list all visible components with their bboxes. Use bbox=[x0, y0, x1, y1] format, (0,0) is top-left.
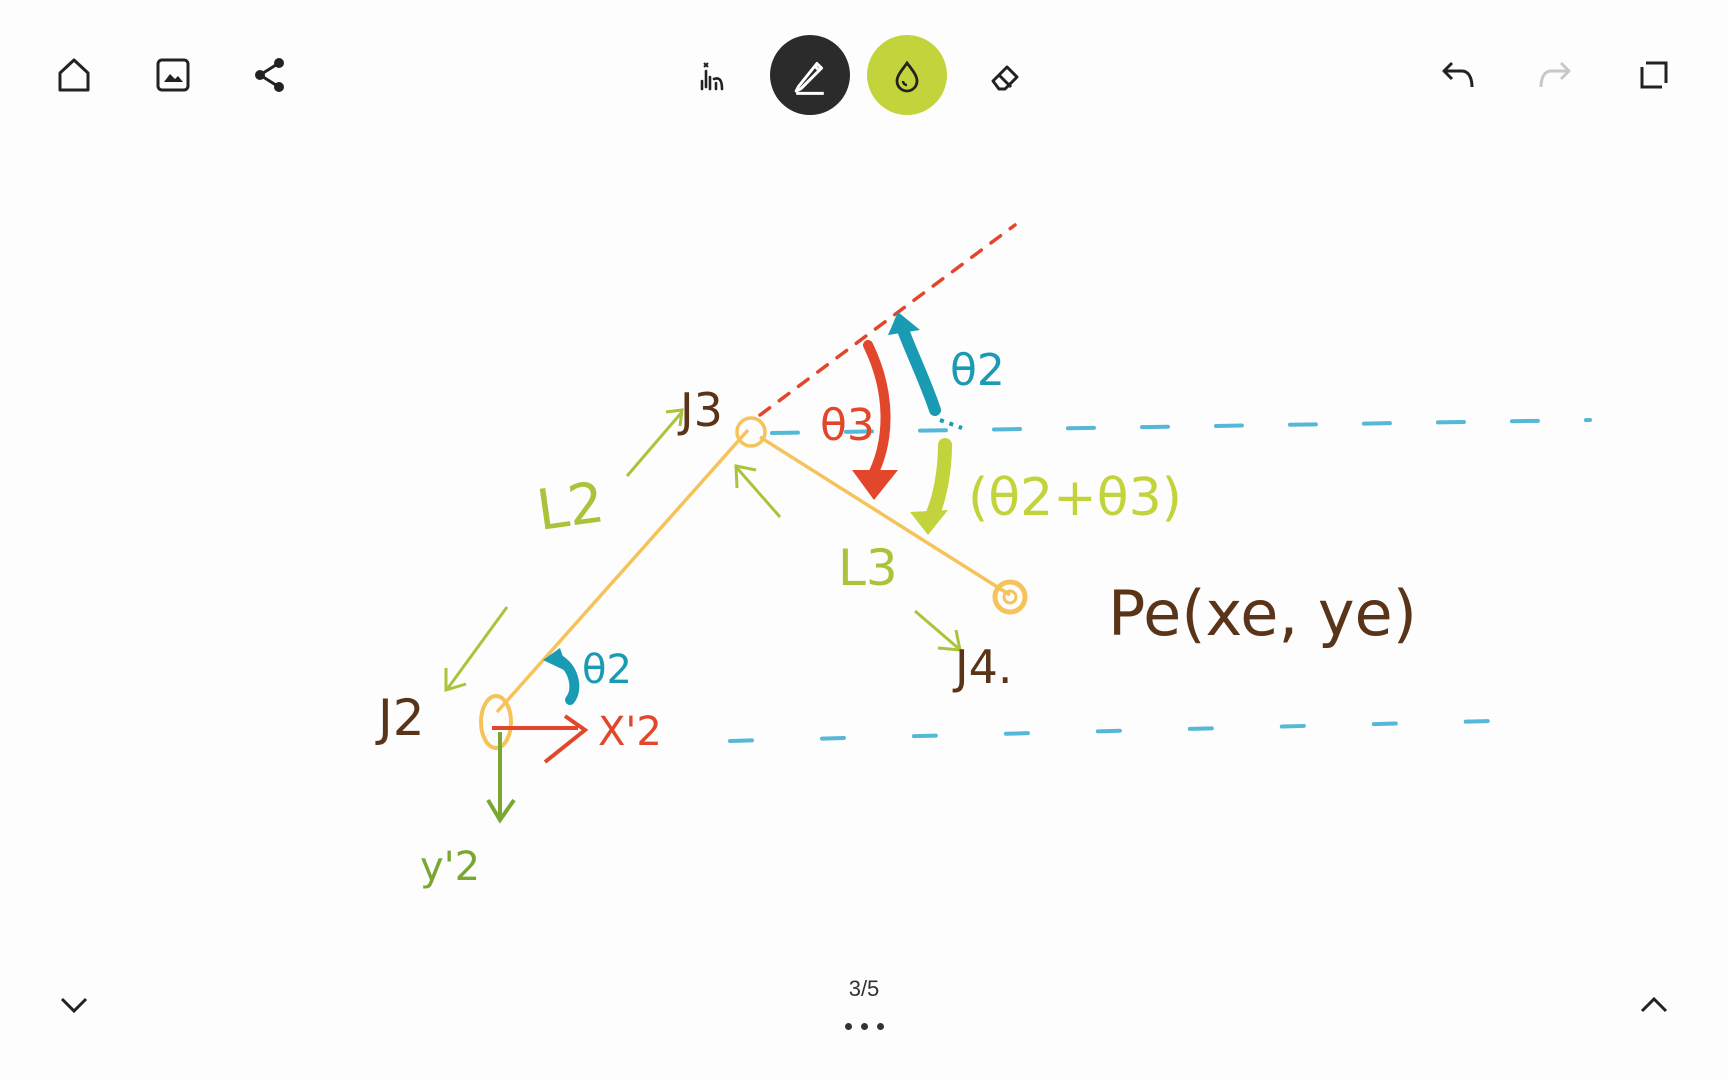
link-l2 bbox=[495, 428, 750, 714]
share-icon bbox=[255, 58, 284, 92]
theta-sum-arrow bbox=[923, 438, 952, 527]
joint-j2 bbox=[479, 694, 513, 750]
expand-up-button[interactable] bbox=[1624, 975, 1684, 1035]
theta3-arc-arrow bbox=[863, 340, 891, 485]
label-end-effector: Pe(xe, ye) bbox=[1108, 577, 1417, 650]
l2-arrow-up bbox=[625, 411, 684, 477]
joint-j4 bbox=[992, 579, 1028, 615]
y2-axis-arrowhead bbox=[486, 798, 516, 824]
theta2-top-arrowhead bbox=[888, 312, 920, 335]
pen-icon bbox=[794, 62, 824, 95]
joint-j3 bbox=[735, 416, 767, 448]
l2-arrow-down bbox=[446, 606, 509, 689]
l3-arrow-up bbox=[735, 467, 782, 518]
label-j4: J4. bbox=[952, 640, 1012, 694]
collapse-down-button[interactable] bbox=[44, 975, 104, 1035]
chevron-down-icon bbox=[60, 997, 88, 1014]
fullscreen-button[interactable] bbox=[1624, 45, 1684, 105]
pen-tool-button[interactable] bbox=[770, 35, 850, 115]
label-l3: L3 bbox=[838, 539, 898, 597]
eraser-button[interactable] bbox=[975, 45, 1035, 105]
label-theta2-top: θ2 bbox=[950, 345, 1005, 396]
theta2-top-dotted-tail bbox=[939, 418, 963, 430]
more-options-button[interactable] bbox=[834, 1016, 894, 1036]
share-button[interactable] bbox=[240, 45, 300, 105]
theta-sum-arrowhead bbox=[910, 510, 948, 535]
joint-j4-inner bbox=[1002, 589, 1018, 605]
link-l3 bbox=[759, 435, 1011, 597]
label-j3: J3 bbox=[677, 383, 723, 437]
lasso-select-button[interactable] bbox=[682, 45, 742, 105]
l3-arrow-down bbox=[914, 609, 959, 650]
redo-icon bbox=[1539, 61, 1571, 88]
link-extension-dashed-line bbox=[758, 223, 1017, 417]
theta3-arrowhead bbox=[852, 470, 898, 500]
x2-axis-arrowhead bbox=[543, 714, 589, 764]
label-y2: y'2 bbox=[420, 844, 480, 890]
upper-dashed-guide bbox=[770, 418, 1592, 435]
l2-arrow-up-head bbox=[665, 408, 684, 427]
fullscreen-icon bbox=[1640, 61, 1668, 89]
image-icon bbox=[156, 58, 190, 92]
home-icon bbox=[58, 58, 90, 92]
label-l2: L2 bbox=[533, 470, 608, 544]
label-theta2-bottom: θ2 bbox=[582, 647, 632, 693]
l3-arrow-up-head bbox=[734, 464, 757, 489]
label-j2: J2 bbox=[375, 689, 425, 747]
theta2-top-arc-arrow bbox=[894, 316, 941, 416]
home-button[interactable] bbox=[44, 45, 104, 105]
lower-dashed-guide bbox=[728, 718, 1532, 743]
chevron-up-icon bbox=[1640, 996, 1668, 1013]
image-button[interactable] bbox=[143, 45, 203, 105]
more-dot bbox=[844, 1022, 852, 1030]
more-dot bbox=[860, 1022, 868, 1030]
eraser-icon bbox=[991, 65, 1019, 91]
label-theta3: θ3 bbox=[820, 400, 875, 451]
label-x2: X'2 bbox=[598, 709, 662, 755]
more-dot bbox=[876, 1022, 884, 1030]
highlighter-button[interactable] bbox=[867, 35, 947, 115]
l2-arrow-down-head bbox=[444, 668, 467, 693]
lasso-hand-icon bbox=[700, 62, 724, 91]
undo-icon bbox=[1442, 61, 1474, 88]
ink-drop-icon bbox=[895, 60, 919, 93]
page-counter: 3/5 bbox=[848, 976, 880, 1001]
theta2-bottom-arrowhead bbox=[543, 648, 568, 672]
label-theta-sum: (θ2+θ3) bbox=[968, 468, 1182, 528]
undo-button[interactable] bbox=[1428, 45, 1488, 105]
l3-arrow-down-head bbox=[937, 629, 962, 652]
redo-button[interactable] bbox=[1525, 45, 1585, 105]
